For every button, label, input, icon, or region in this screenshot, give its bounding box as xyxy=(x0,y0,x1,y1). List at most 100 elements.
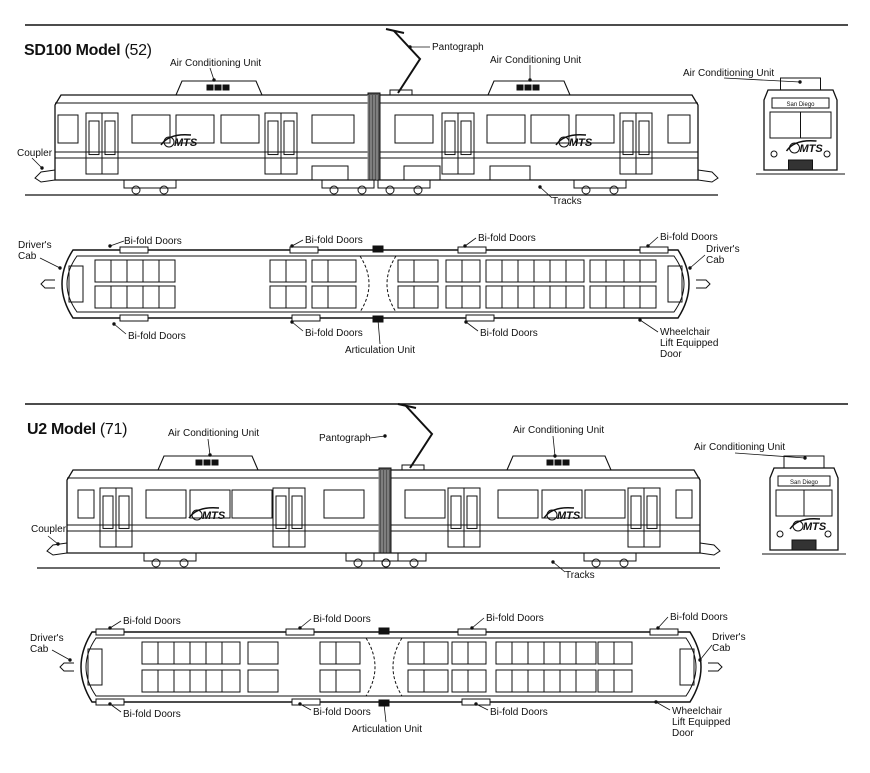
seat-block xyxy=(269,259,307,283)
leader-line xyxy=(47,535,59,545)
u2-coupler-label: Coupler xyxy=(31,524,67,535)
leader-line xyxy=(299,703,312,711)
leader-line xyxy=(723,77,801,83)
logo-circle xyxy=(558,136,570,148)
sd100-air-conditioning-unit xyxy=(487,80,571,96)
door-window xyxy=(283,120,295,156)
bifold-door-top xyxy=(639,246,669,254)
leader-dot xyxy=(474,702,478,706)
u2-ac-unit-front-label: Air Conditioning Unit xyxy=(694,442,786,453)
wheel xyxy=(591,558,601,568)
sd100-model-name: SD100 Model xyxy=(24,42,121,59)
seat-block xyxy=(495,641,597,665)
leader-dot xyxy=(688,266,692,270)
sd100-drivers-cab-left-label: Driver's Cab xyxy=(18,240,52,262)
logo-circle xyxy=(546,509,558,521)
leader-line xyxy=(369,435,386,439)
wheel xyxy=(409,558,419,568)
leader-line xyxy=(539,186,553,199)
sd100-coupler-label: Coupler xyxy=(17,148,53,159)
bogie-frame xyxy=(373,552,427,562)
logo-swoosh xyxy=(555,133,587,146)
seat-block xyxy=(94,285,176,309)
wheel xyxy=(609,185,619,195)
leader-dot xyxy=(58,266,62,270)
leader-line xyxy=(109,703,122,713)
leader-dot xyxy=(382,702,386,706)
logo-text: MTS xyxy=(569,137,593,149)
wheel xyxy=(385,185,395,195)
leader-line xyxy=(655,701,671,711)
u2-bifold-doors-top-1: Bi-fold Doors xyxy=(123,616,181,627)
seat-block xyxy=(485,259,585,283)
sd100-plan-coupler-left xyxy=(40,279,55,289)
seat-block xyxy=(311,285,357,309)
bifold-door-top xyxy=(285,628,315,636)
ac-vent xyxy=(211,459,219,466)
leader-line xyxy=(207,438,211,456)
bogie-frame xyxy=(377,179,431,189)
leader-dot xyxy=(408,45,412,49)
seat-block xyxy=(247,669,279,693)
pantograph-base xyxy=(389,89,413,96)
u2-pantograph-label: Pantograph xyxy=(319,433,371,444)
logo-swoosh xyxy=(789,517,821,530)
ac-vent xyxy=(516,84,524,91)
wheel xyxy=(151,558,161,568)
u2-bifold-doors-top-2: Bi-fold Doors xyxy=(313,614,371,625)
leader-dot xyxy=(698,658,702,662)
underfloor-equipment xyxy=(489,165,531,181)
leader-line xyxy=(291,321,304,332)
bifold-door-top xyxy=(95,628,125,636)
ac-vent xyxy=(562,459,570,466)
leader-line xyxy=(51,649,71,661)
inner-wall xyxy=(66,255,685,313)
logo-text: MTS xyxy=(800,143,824,155)
sd100-pantograph xyxy=(393,30,422,94)
leader-line xyxy=(109,240,125,247)
leader-dot xyxy=(654,700,658,704)
u2-title: U2 Model (71) xyxy=(27,421,127,439)
leader-dot xyxy=(290,244,294,248)
leader-line xyxy=(689,254,706,269)
sd100-front-mts-logo: MTS xyxy=(785,139,824,155)
seat-block xyxy=(407,669,449,693)
sd100-front-body xyxy=(763,89,838,171)
u2-wheelchair-door-label: Wheelchair Lift Equipped Door xyxy=(672,706,731,739)
wheel xyxy=(329,185,339,195)
u2-plan-coupler-right xyxy=(708,662,723,672)
side-window xyxy=(486,114,526,144)
seat-block xyxy=(397,285,439,309)
seat-block xyxy=(319,669,361,693)
u2-front-mts-logo: MTS xyxy=(789,517,827,533)
u2-bifold-doors-bottom-1: Bi-fold Doors xyxy=(123,709,181,720)
u2-bifold-doors-bottom-3: Bi-fold Doors xyxy=(490,707,548,718)
sd100-bifold-doors-top-2: Bi-fold Doors xyxy=(305,235,363,246)
underfloor-equipment xyxy=(311,165,349,181)
front-coupler xyxy=(788,159,813,171)
side-window xyxy=(131,114,171,144)
sd100-bifold-doors-top-4: Bi-fold Doors xyxy=(660,232,718,243)
seat-block xyxy=(247,641,279,665)
leader-dot xyxy=(108,244,112,248)
wheel xyxy=(353,558,363,568)
side-window xyxy=(530,114,570,144)
leader-line xyxy=(471,617,485,629)
u2-articulation-unit-label: Articulation Unit xyxy=(352,724,423,735)
u2-front-body xyxy=(769,467,839,551)
u2-model-count: (71) xyxy=(99,421,128,438)
u2-ac-unit-label-1: Air Conditioning Unit xyxy=(168,428,260,439)
sd100-articulation-ring xyxy=(386,255,397,313)
leader-dot xyxy=(551,560,555,564)
u2-drivers-cab-left xyxy=(87,648,103,686)
front-coupler xyxy=(791,539,817,551)
leader-line xyxy=(109,620,122,629)
bogie-frame xyxy=(345,552,399,562)
seat-block xyxy=(597,669,633,693)
leader-dot xyxy=(464,320,468,324)
logo-text: MTS xyxy=(557,510,581,522)
leader-lines xyxy=(31,45,807,723)
pantograph-base xyxy=(401,464,425,471)
